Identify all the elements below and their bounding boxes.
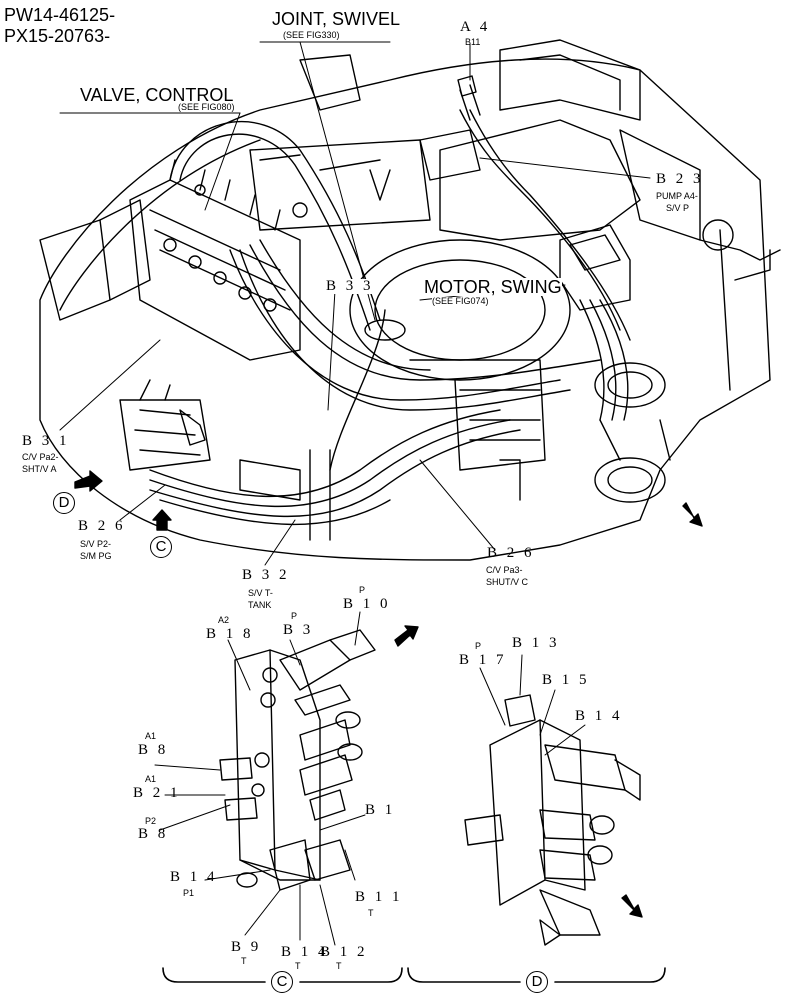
port-b10: P — [359, 585, 366, 595]
callout-b23-sub2: S/V P — [666, 203, 690, 213]
callout-b17: B 1 7 — [459, 652, 507, 668]
callout-b8-upper: B 8 — [138, 742, 169, 758]
detail-d-assembly — [464, 694, 641, 946]
callout-b23: B 2 3 — [656, 171, 704, 187]
port-b9-t: T — [241, 956, 247, 966]
callout-b26-left: B 2 6 — [78, 518, 126, 534]
callout-b8-lower: B 8 — [138, 826, 169, 842]
view-marker-d: D — [53, 492, 75, 514]
model-range-line2: PX15-20763- — [4, 26, 111, 46]
callout-b1: B 1 — [365, 802, 396, 818]
solenoid-valve-left — [119, 379, 211, 471]
callout-b11: B 1 1 — [355, 889, 403, 905]
callout-b14-right: B 1 4 — [575, 708, 623, 724]
callout-b31-sub1: C/V Pa2- — [22, 452, 59, 462]
callout-b23-sub1: PUMP A4- — [656, 191, 698, 201]
callout-a4: A 4 — [460, 19, 491, 35]
port-b8-p2: P2 — [145, 816, 157, 826]
callout-b31: B 3 1 — [22, 433, 70, 449]
view-label-d: D — [526, 971, 548, 993]
port-b8-a1: A1 — [145, 731, 157, 741]
port-b3: P — [291, 611, 298, 621]
swing-motor-ring — [349, 239, 571, 471]
callout-b9: B 9 — [231, 939, 262, 955]
callout-b32-sub2: TANK — [248, 600, 272, 610]
title-motor-swing: MOTOR, SWING — [424, 277, 562, 297]
leader-lines-details — [154, 611, 586, 946]
port-b12-t: T — [336, 961, 342, 971]
ref-motor-swing: (SEE FIG074) — [432, 296, 489, 306]
port-b14-p1: P1 — [183, 888, 195, 898]
port-b11-t: T — [368, 908, 374, 918]
callout-b14-bottom: B 1 4 — [281, 944, 329, 960]
callout-b10: B 1 0 — [343, 596, 391, 612]
callout-b33: B 3 3 — [326, 278, 374, 294]
ref-joint-swivel: (SEE FIG330) — [283, 30, 340, 40]
callout-b3: B 3 — [283, 622, 314, 638]
callout-b14-left: B 1 4 — [170, 869, 218, 885]
callout-b26-left-sub2: S/M PG — [80, 551, 112, 561]
callout-b18: B 1 8 — [206, 626, 254, 642]
model-range-line1: PW14-46125- — [4, 5, 116, 25]
callout-b12: B 1 2 — [320, 944, 368, 960]
detail-c-assembly — [219, 629, 376, 891]
hose-bundle — [149, 75, 631, 526]
view-marker-c: C — [150, 536, 172, 558]
port-b18: A2 — [218, 615, 230, 625]
port-b17: P — [475, 641, 482, 651]
callout-b32-sub1: S/V T- — [248, 588, 273, 598]
frame-columns — [239, 449, 521, 541]
port-b14-t: T — [295, 961, 301, 971]
ref-valve-control: (SEE FIG080) — [178, 102, 235, 112]
callout-b13: B 1 3 — [512, 635, 560, 651]
callout-b26-left-sub1: S/V P2- — [80, 539, 112, 549]
callout-b21: B 2 1 — [133, 785, 181, 801]
swing-bearings — [594, 362, 671, 503]
callout-b15: B 1 5 — [542, 672, 590, 688]
title-valve-control: VALVE, CONTROL — [80, 85, 234, 105]
port-b21: A1 — [145, 774, 157, 784]
callout-b26-right: B 2 6 — [487, 545, 535, 561]
view-brackets — [162, 967, 666, 983]
callout-b32: B 3 2 — [242, 567, 290, 583]
view-label-c: C — [271, 971, 293, 993]
callout-b31-sub2: SHT/V A — [22, 464, 57, 474]
callout-a4-sub: B11 — [465, 37, 481, 47]
title-joint-swivel: JOINT, SWIVEL — [272, 9, 401, 29]
upper-frame — [39, 39, 781, 561]
callout-b26-right-sub2: SHUT/V C — [486, 577, 529, 587]
callout-b26-right-sub1: C/V Pa3- — [486, 565, 523, 575]
electrical-box — [559, 224, 631, 311]
view-arrows — [74, 470, 703, 918]
